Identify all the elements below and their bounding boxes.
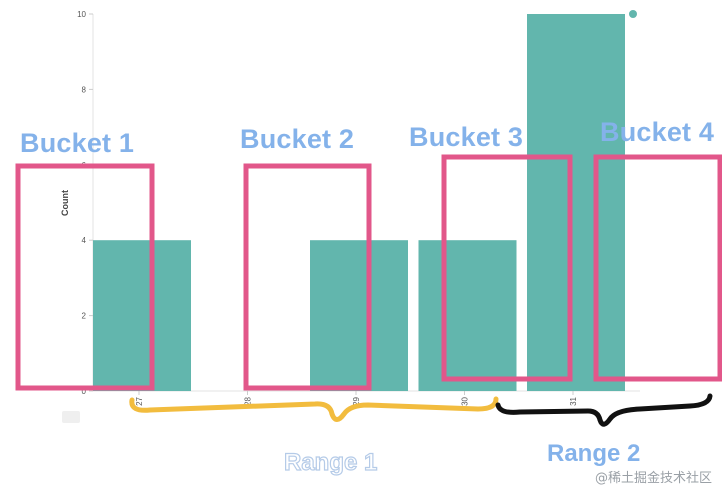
y-tick-label: 0: [82, 387, 87, 396]
x-tick-label: 30: [461, 396, 470, 405]
x-tick-label: 29: [352, 396, 361, 405]
range-1-brace: [129, 396, 499, 422]
y-tick-label: 10: [77, 10, 86, 19]
range-1-label: Range 1: [283, 448, 378, 476]
x-tick-label: 31: [569, 396, 578, 405]
y-tick-label: 4: [82, 236, 87, 245]
bucket-1-box: [15, 163, 155, 391]
bucket-4-label: Bucket 4: [600, 117, 715, 147]
bar: [93, 240, 191, 391]
bucket-1-label: Bucket 1: [20, 128, 135, 158]
axis-artifact: [62, 411, 80, 423]
bar: [418, 240, 517, 391]
bucket-4-box: [593, 154, 722, 382]
data-point: [629, 10, 637, 18]
bucket-3-box: [441, 154, 573, 382]
bar: [310, 240, 408, 391]
bucket-3-label: Bucket 3: [409, 122, 524, 152]
y-tick-label: 2: [82, 312, 87, 321]
watermark-text: @稀土掘金技术社区: [594, 471, 712, 486]
y-axis-label: Count: [60, 190, 70, 216]
bar: [527, 14, 625, 391]
overlay-layer: [15, 154, 722, 427]
x-tick-label: 27: [135, 396, 144, 405]
range-2-brace: [495, 393, 713, 427]
bar-layer: [93, 10, 637, 391]
bucket-2-box: [243, 163, 372, 391]
x-tick-label: 28: [244, 396, 253, 405]
y-tick-label: 8: [82, 85, 87, 94]
range-2-label: Range 2: [547, 440, 641, 467]
bucket-2-label: Bucket 2: [240, 124, 355, 154]
